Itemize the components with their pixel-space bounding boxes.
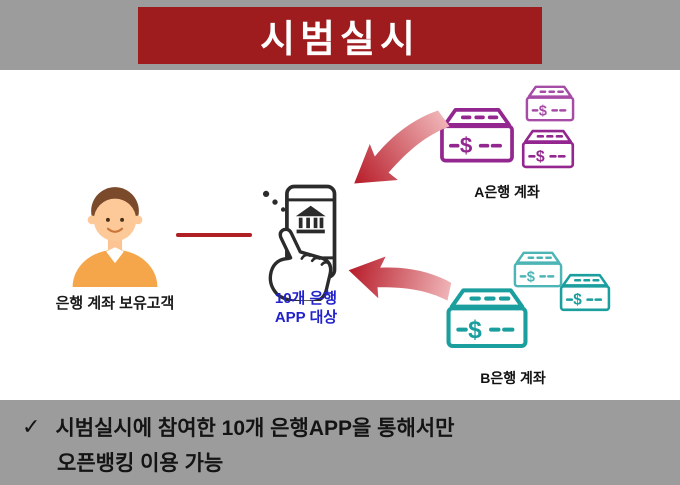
banking-app-icon <box>262 184 337 301</box>
person-body <box>72 249 158 287</box>
checkmark-icon: ✓ <box>22 414 41 439</box>
connector-line <box>176 233 252 237</box>
phone-label-line2: APP 대상 <box>274 309 338 326</box>
bank-column <box>313 217 318 229</box>
person-eye-left <box>105 217 110 222</box>
customer-label: 은행 계좌 보유고객 <box>55 295 175 312</box>
phone-label: 10개 은행 APP 대상 <box>243 289 369 327</box>
bank-b-machine-small-2 <box>557 272 613 314</box>
hand-outline <box>268 227 333 301</box>
arrow-shape <box>354 110 450 184</box>
footer-band: ✓ 시범실시에 참여한 10개 은행APP을 통해서만 오픈뱅킹 이용 가능 <box>0 400 680 485</box>
footer-line-1: ✓ 시범실시에 참여한 10개 은행APP을 통해서만 <box>22 412 454 442</box>
person-collar <box>106 247 124 264</box>
bank-column <box>319 217 324 229</box>
arrow-shape <box>348 256 452 301</box>
header-band: 시범실시 <box>0 0 680 70</box>
customer-icon <box>72 187 158 287</box>
footer-text-1: 시범실시에 참여한 10개 은행APP을 통해서만 <box>55 417 455 440</box>
bank-b-machine-large <box>442 286 532 352</box>
bank-b-label: B은행 계좌 <box>480 370 546 386</box>
title-banner: 시범실시 <box>138 7 542 64</box>
arrow-from-bank-a <box>354 110 450 184</box>
footer-line-2: 오픈뱅킹 이용 가능 <box>57 447 223 477</box>
footer-text-2: 오픈뱅킹 이용 가능 <box>57 452 224 475</box>
bank-column <box>306 217 310 229</box>
signal-dot-3 <box>280 207 286 212</box>
bank-base <box>296 229 325 234</box>
hand-knuckles <box>300 253 330 266</box>
phone-label-line1: 10개 은행 <box>274 290 338 307</box>
person-face <box>93 198 137 242</box>
bank-a-label: A은행 계좌 <box>474 184 540 200</box>
signal-dot-1 <box>262 190 270 198</box>
person-eye-right <box>120 217 125 222</box>
arrow-from-bank-b <box>348 256 452 301</box>
bank-a-machine-small-2 <box>519 128 577 171</box>
hand-icon <box>268 227 333 301</box>
person-smile <box>106 227 124 233</box>
page-title: 시범실시 <box>260 19 420 61</box>
bank-building-glyph <box>295 205 326 234</box>
bank-a-machine-small-1 <box>523 84 577 124</box>
signal-dot-2 <box>272 199 278 205</box>
bank-roof <box>295 205 326 217</box>
bank-column <box>298 217 303 229</box>
